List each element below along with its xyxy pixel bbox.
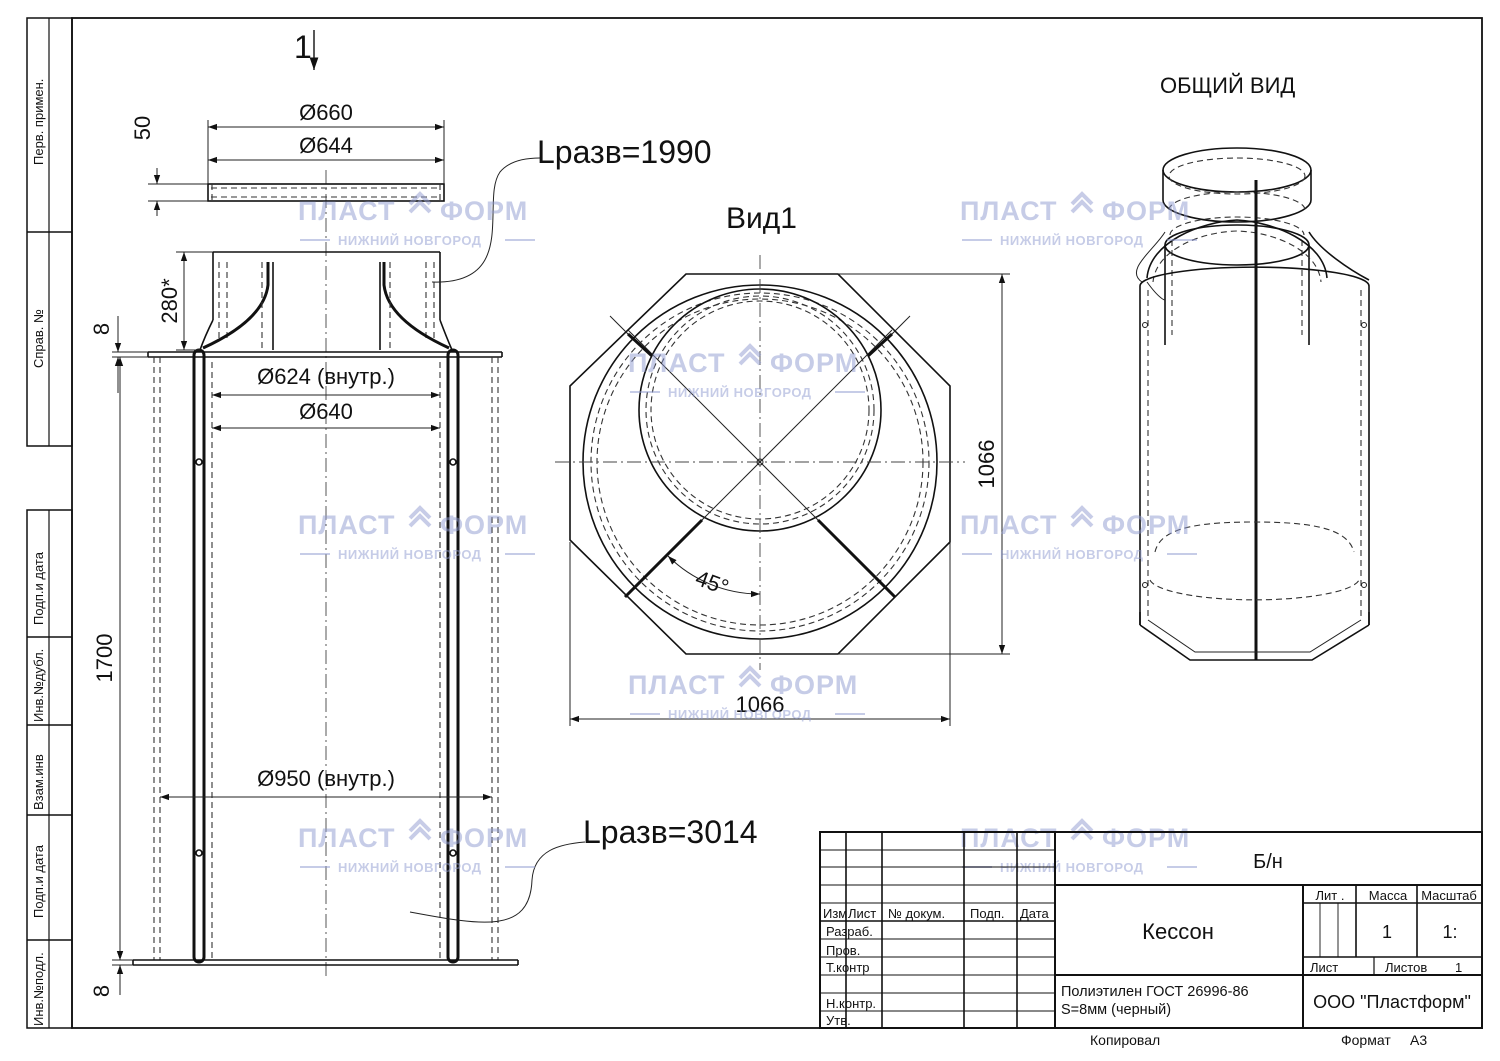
watermark-7: ПЛАСТ ФОРМ НИЖНИЙ НОВГОРОД [298,819,535,875]
dim-flange-top: 8 [89,323,114,335]
copied-label: Копировал [1090,1032,1160,1048]
tb-scale-label: Масштаб [1421,888,1477,903]
dim-neck-inner: Ø624 (внутр.) [257,364,395,389]
wm-brand-right: ФОРМ [1102,823,1190,853]
tb-sheet-label: Лист [1310,960,1338,975]
tb-lit-label: Лит . [1316,888,1345,903]
plan-view-title: Вид1 [726,202,797,235]
section-view: 1 [89,29,758,997]
wm-city: НИЖНИЙ НОВГОРОД [668,707,812,722]
tb-col-podp: Подп. [970,906,1005,921]
watermark-4: ПЛАСТ ФОРМ НИЖНИЙ НОВГОРОД [298,506,535,562]
wm-city: НИЖНИЙ НОВГОРОД [338,860,482,875]
lid [207,183,445,202]
tb-col-izm: Изм [823,906,847,921]
tb-role-prov: Пров. [826,943,860,958]
general-view-title: ОБЩИЙ ВИД [1160,73,1295,98]
dim-body-height: 1700 [92,634,117,683]
watermark-6: ПЛАСТ ФОРМ НИЖНИЙ НОВГОРОД [628,666,865,722]
dim-body-inner: Ø950 (внутр.) [257,766,395,791]
wm-brand-right: ФОРМ [770,348,858,378]
section-marker-label: 1 [294,29,312,65]
wm-city: НИЖНИЙ НОВГОРОД [338,233,482,248]
sheet-frame [26,17,1483,1029]
tb-doc-number: Б/н [1253,851,1283,873]
sidebar-label-podp-2: Подп.и дата [31,844,46,918]
plan-width-label: 1066 [736,692,785,717]
watermark-1: ПЛАСТ ФОРМ НИЖНИЙ НОВГОРОД [298,192,535,248]
wm-brand-left: ПЛАСТ [298,823,396,853]
dim-flange-bottom: 8 [89,985,114,997]
sidebar-label-perv: Перв. примен. [31,79,46,165]
wm-brand-left: ПЛАСТ [628,670,726,700]
sidebar-labels: Перв. примен. Справ. № Подп.и дата Инв.№… [31,79,46,1026]
dim-lid-height: 50 [130,116,155,140]
sidebar-label-vzam: Взам.инв [31,754,46,810]
plan-height-label: 1066 [974,440,999,489]
tb-role-nkontr: Н.контр. [826,996,876,1011]
tb-name: Кессон [1142,919,1214,944]
tb-company: ООО "Пластформ" [1313,992,1471,1012]
tb-col-doc: № докум. [888,906,945,921]
wm-city: НИЖНИЙ НОВГОРОД [1000,233,1144,248]
tb-material-1: Полиэтилен ГОСТ 26996-86 [1061,984,1249,1000]
wm-brand-right: ФОРМ [1102,510,1190,540]
wm-brand-left: ПЛАСТ [628,348,726,378]
dim-neck-outer: Ø640 [299,399,353,424]
wm-city: НИЖНИЙ НОВГОРОД [1000,547,1144,562]
title-block: Изм Лист № докум. Подп. Дата Разраб. Про… [819,831,1483,1029]
format-label: Формат [1341,1032,1391,1048]
plan-angle-label: 45° [692,565,732,600]
wm-brand-right: ФОРМ [440,823,528,853]
tb-role-razrab: Разраб. [826,924,873,939]
tb-col-list: Лист [848,906,876,921]
watermark-5: ПЛАСТ ФОРМ НИЖНИЙ НОВГОРОД [960,506,1197,562]
wm-brand-left: ПЛАСТ [960,823,1058,853]
tb-mass-label: Масса [1369,888,1408,903]
wm-city: НИЖНИЙ НОВГОРОД [338,547,482,562]
watermark-3: ПЛАСТ ФОРМ НИЖНИЙ НОВГОРОД [628,344,865,400]
watermark-2: ПЛАСТ ФОРМ НИЖНИЙ НОВГОРОД [960,192,1197,248]
sidebar-label-inv-dubl: Инв.№дубл. [31,649,46,722]
sidebar-label-sprav: Справ. № [31,309,46,368]
wm-city: НИЖНИЙ НОВГОРОД [1000,860,1144,875]
wm-brand-left: ПЛАСТ [960,510,1058,540]
dim-neck-height: 280* [157,278,182,324]
wm-brand-right: ФОРМ [770,670,858,700]
dim-lid-outer: Ø660 [299,100,353,125]
wm-city: НИЖНИЙ НОВГОРОД [668,385,812,400]
neck [199,251,453,351]
sidebar-label-podp-1: Подп.и дата [31,551,46,625]
format-value: А3 [1410,1032,1427,1048]
wm-brand-left: ПЛАСТ [298,510,396,540]
plan-view: Вид1 45° 1066 10 [555,202,1010,726]
tb-material-2: S=8мм (черный) [1061,1002,1171,1018]
tb-col-date: Дата [1020,906,1050,921]
wm-brand-left: ПЛАСТ [298,196,396,226]
dim-lid-inner: Ø644 [299,133,353,158]
general-view: ОБЩИЙ ВИД [1135,73,1370,661]
wm-brand-right: ФОРМ [440,196,528,226]
watermark-8: ПЛАСТ ФОРМ НИЖНИЙ НОВГОРОД [960,819,1197,875]
wm-brand-right: ФОРМ [440,510,528,540]
sidebar-label-inv-podl: Инв.№подл. [31,952,46,1026]
tb-mass-value: 1 [1382,922,1392,942]
watermarks: ПЛАСТ ФОРМ НИЖНИЙ НОВГОРОД ПЛАСТ ФОРМ НИ… [298,192,1197,875]
tb-sheets-value: 1 [1455,960,1462,975]
tb-role-tkontr: Т.контр [826,960,870,975]
unfold-neck-label: Lразв=1990 [537,134,712,170]
wm-brand-left: ПЛАСТ [960,196,1058,226]
wm-brand-right: ФОРМ [1102,196,1190,226]
tb-scale-value: 1: [1442,922,1457,942]
unfold-body-label: Lразв=3014 [583,814,758,850]
tb-role-utv: Утв. [826,1013,851,1028]
tb-sheets-label: Листов [1385,960,1427,975]
